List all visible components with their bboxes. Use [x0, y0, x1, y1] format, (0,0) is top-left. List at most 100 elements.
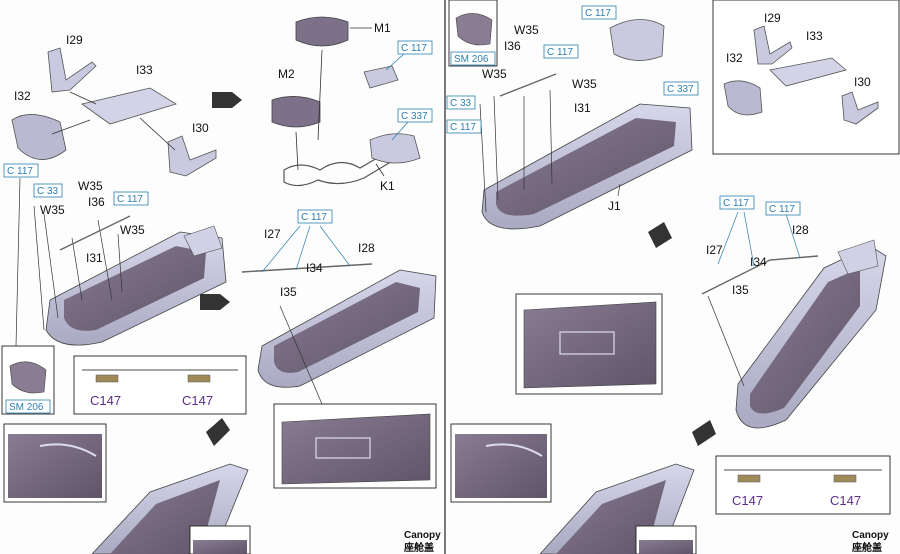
callout-box	[719, 195, 755, 210]
label-m1: M1	[374, 21, 391, 35]
label-c33: C 33	[37, 186, 59, 197]
part-i30-r	[841, 91, 879, 125]
callout-box	[543, 44, 579, 59]
left-step-e: Canopy 座舱盖	[3, 418, 441, 554]
label-w35-a-r: W35	[514, 23, 539, 37]
caption-en-r: Canopy	[852, 530, 889, 541]
part-c337-end	[369, 133, 421, 164]
label-i29-r: I29	[764, 11, 781, 25]
left-step-d: C 117 I27 I28 I34 I35	[241, 209, 437, 489]
label-i35-r: I35	[732, 283, 749, 297]
callout-box	[450, 51, 496, 66]
detail-c147	[73, 355, 247, 415]
label-i36-r: I36	[504, 39, 521, 53]
rail-part	[701, 255, 819, 295]
label-c117-b-rb: C 117	[769, 204, 795, 215]
leader	[279, 305, 323, 405]
pe-part	[187, 374, 211, 383]
inset-part	[455, 13, 493, 46]
pe-part	[737, 474, 761, 483]
label-i32: I32	[14, 89, 31, 103]
label-c147-b-r: C147	[830, 493, 861, 508]
label-c117-a: C 117	[7, 166, 33, 177]
label-c117-top: C 117	[585, 8, 611, 19]
label-j1: J1	[608, 199, 621, 213]
label-i33: I33	[136, 63, 153, 77]
part-c117-fitting	[363, 65, 399, 89]
label-sm206-r: SM 206	[454, 54, 489, 65]
callout-box	[33, 183, 63, 198]
left-step-a: I29 I33 I32 I30	[11, 33, 217, 177]
callout-box	[5, 399, 51, 414]
leader	[117, 233, 123, 293]
pe-part	[95, 374, 119, 383]
right-bottom: C 117 C 117 I27 I28 I34 I35 C147 C147 Ca…	[450, 195, 891, 554]
right-inset: I29 I33 I32 I30	[712, 0, 900, 155]
label-c117: C 117	[401, 43, 427, 54]
label-i31-r: I31	[574, 101, 591, 115]
step-arrow	[200, 294, 230, 310]
step-arrow	[212, 92, 242, 108]
label-i35: I35	[280, 285, 297, 299]
inset-part	[9, 361, 47, 394]
leader	[261, 225, 301, 273]
leader	[617, 183, 621, 197]
inset-hull	[523, 301, 657, 389]
caption-zh-r: 座舱盖	[851, 541, 882, 554]
leader	[97, 219, 113, 301]
label-i32-r: I32	[726, 51, 743, 65]
label-i30-r: I30	[854, 75, 871, 89]
part-i32	[11, 114, 67, 160]
left-step-b: M1 M2 C 117 C 337 K1	[271, 16, 433, 193]
callout-box	[446, 95, 476, 110]
hull-interior-j1	[496, 118, 676, 216]
leader	[51, 119, 91, 135]
part-i33	[81, 87, 177, 125]
leader	[717, 211, 739, 265]
inset-frame	[39, 443, 97, 457]
label-c117-d: C 117	[301, 212, 327, 223]
leader	[139, 117, 176, 151]
leader	[707, 295, 745, 387]
label-w35-b-r: W35	[482, 67, 507, 81]
leader	[33, 205, 45, 331]
inset-hull	[193, 540, 247, 554]
part-i30	[167, 135, 217, 177]
pe-part	[833, 474, 857, 483]
leader	[319, 225, 351, 267]
label-i31: I31	[86, 251, 103, 265]
leader	[317, 49, 323, 141]
label-m2: M2	[278, 67, 295, 81]
inset-frame	[315, 437, 371, 459]
part-m1	[295, 16, 349, 47]
callout-box	[397, 108, 433, 123]
inset-hull	[455, 434, 547, 498]
part-i29-r	[753, 25, 793, 65]
label-c337: C 337	[401, 111, 428, 122]
part-i33-r	[769, 57, 847, 87]
leader	[43, 213, 59, 319]
label-w35-b: W35	[40, 203, 65, 217]
label-c147-a: C147	[90, 393, 121, 408]
label-i34-r: I34	[750, 255, 767, 269]
step-arrow	[648, 222, 672, 248]
inset-hull	[639, 540, 693, 554]
detail-c147-r	[715, 455, 891, 515]
callout-box	[397, 40, 433, 55]
rail-part	[241, 263, 373, 273]
label-i29: I29	[66, 33, 83, 47]
label-c117-a-r: C 117	[547, 47, 573, 58]
leader	[15, 177, 21, 347]
label-w35-a: W35	[78, 179, 103, 193]
label-c117-b: C 117	[117, 194, 143, 205]
leader	[785, 213, 801, 259]
caption-zh: 座舱盖	[403, 541, 434, 554]
label-c337-r: C 337	[667, 84, 694, 95]
label-i33-r: I33	[806, 29, 823, 43]
leader	[549, 89, 553, 185]
callout-box	[3, 163, 39, 178]
label-c147-a-r: C147	[732, 493, 763, 508]
part-i29	[47, 47, 97, 93]
label-i34: I34	[306, 261, 323, 275]
label-sm206: SM 206	[9, 402, 44, 413]
